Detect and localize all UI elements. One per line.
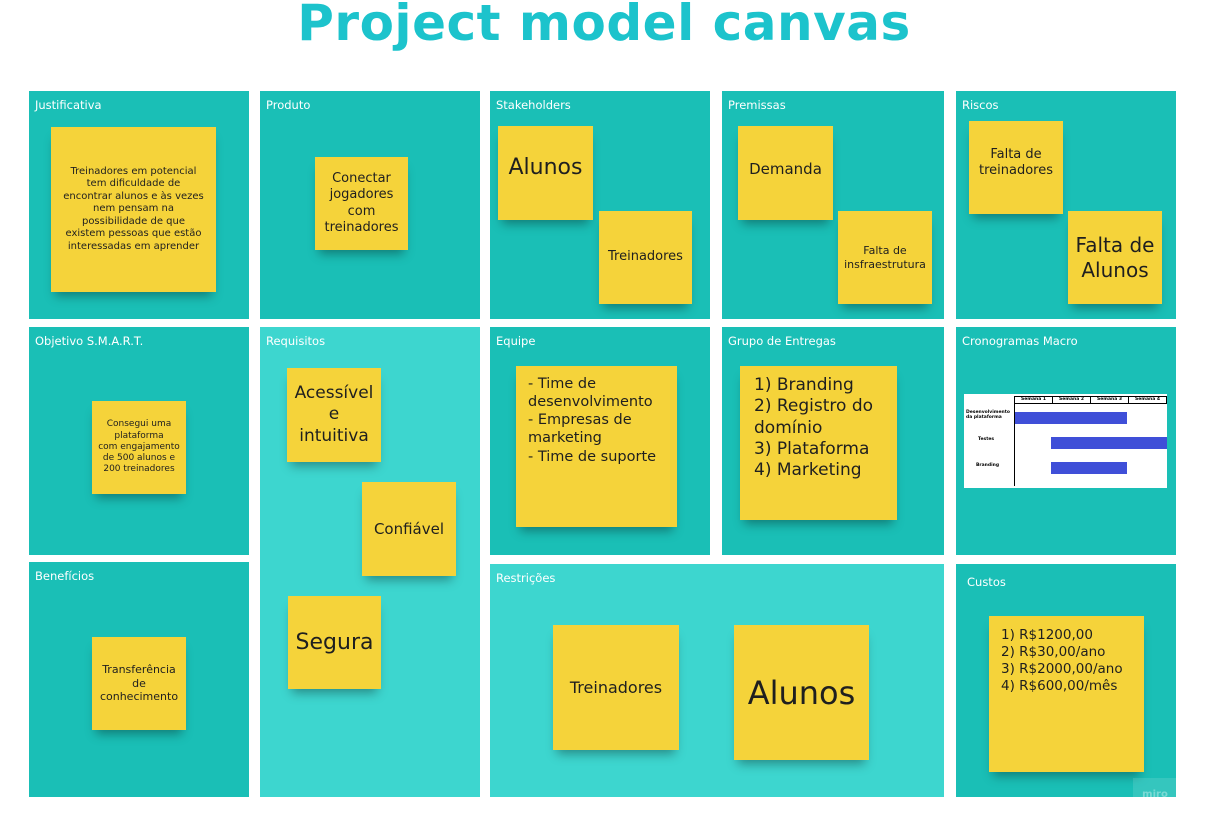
- sticky-text: Segura: [295, 629, 374, 655]
- sticky-text: Falta de Alunos: [1075, 232, 1155, 282]
- sticky-text: Conectar jogadores com treinadores: [324, 171, 399, 235]
- gantt-header: Semana 1: [1021, 397, 1046, 402]
- sticky-text: Treinadores: [569, 677, 663, 697]
- panel-label-objetivo: Objetivo S.M.A.R.T.: [35, 334, 144, 348]
- panel-label-justificativa: Justificativa: [35, 98, 102, 112]
- sticky-text: Alunos: [508, 155, 583, 180]
- gantt-row-label: Branding: [976, 463, 1000, 468]
- gantt-bar: [1015, 412, 1128, 424]
- panel-label-entregas: Grupo de Entregas: [728, 334, 836, 348]
- panel-label-produto: Produto: [266, 98, 311, 112]
- sticky-note-requisito-confiavel[interactable]: Confiável: [362, 482, 456, 576]
- sticky-note-premissa-infraestrutura[interactable]: Falta de insfraestrutura: [838, 211, 932, 304]
- panel-label-premissas: Premissas: [728, 98, 786, 112]
- panel-label-beneficios: Benefícios: [35, 569, 95, 583]
- gantt-header: Semana 2: [1059, 397, 1084, 402]
- gantt-bar: [1051, 462, 1128, 474]
- sticky-note-requisito-segura[interactable]: Segura: [288, 596, 381, 689]
- sticky-note-requisito-acessivel[interactable]: Acessível e intuitiva: [287, 368, 381, 462]
- sticky-text: Treinadores em potencial tem dificuldade…: [63, 165, 204, 252]
- panel-label-requisitos: Requisitos: [266, 334, 326, 348]
- sticky-text: - Time de desenvolvimento - Empresas de …: [528, 376, 657, 465]
- gantt-row-label: Testes: [978, 437, 995, 442]
- sticky-note-restricao-treinadores[interactable]: Treinadores: [553, 625, 679, 750]
- sticky-text: Demanda: [749, 160, 822, 178]
- sticky-note-produto[interactable]: Conectar jogadores com treinadores: [315, 157, 408, 250]
- sticky-note-restricao-alunos[interactable]: Alunos: [734, 625, 869, 760]
- sticky-text: Consegui uma plataforma com engajamento …: [98, 419, 180, 475]
- gantt-row-label: Desenvolvimento da plataforma: [966, 410, 1010, 420]
- sticky-note-premissa-demanda[interactable]: Demanda: [738, 126, 833, 220]
- watermark-logo: miro: [1133, 778, 1177, 800]
- sticky-text: 1) Branding 2) Registro do domínio 3) Pl…: [754, 375, 874, 480]
- sticky-note-risco-treinadores[interactable]: Falta de treinadores: [969, 121, 1063, 214]
- page-title: Project model canvas: [297, 0, 911, 52]
- sticky-note-objetivo[interactable]: Consegui uma plataforma com engajamento …: [92, 401, 186, 494]
- panel-label-riscos: Riscos: [962, 98, 999, 112]
- sticky-note-beneficios[interactable]: Transferência de conhecimento: [92, 637, 186, 730]
- sticky-note-equipe[interactable]: - Time de desenvolvimento - Empresas de …: [516, 366, 677, 527]
- sticky-text: Transferência de conhecimento: [99, 662, 179, 704]
- panel-label-equipe: Equipe: [496, 334, 536, 348]
- gantt-header: Semana 4: [1135, 397, 1160, 402]
- sticky-note-risco-alunos[interactable]: Falta de Alunos: [1068, 211, 1162, 304]
- sticky-note-stakeholder-treinadores[interactable]: Treinadores: [599, 211, 692, 304]
- sticky-note-custos[interactable]: 1) R$1200,00 2) R$30,00/ano 3) R$2000,00…: [989, 616, 1144, 772]
- panel-label-cronogramas: Cronogramas Macro: [962, 334, 1078, 348]
- sticky-text: Treinadores: [608, 249, 683, 265]
- panel-label-stakeholders: Stakeholders: [496, 98, 571, 112]
- sticky-note-entregas[interactable]: 1) Branding 2) Registro do domínio 3) Pl…: [740, 366, 897, 520]
- sticky-text: 1) R$1200,00 2) R$30,00/ano 3) R$2000,00…: [1001, 627, 1123, 694]
- sticky-text: Falta de treinadores: [978, 147, 1053, 179]
- sticky-note-stakeholder-alunos[interactable]: Alunos: [498, 126, 593, 220]
- panel-label-restricoes: Restrições: [496, 571, 556, 585]
- gantt-header: Semana 3: [1097, 397, 1122, 402]
- panel-label-custos: Custos: [967, 575, 1006, 589]
- sticky-note-justificativa[interactable]: Treinadores em potencial tem dificuldade…: [51, 127, 216, 292]
- sticky-text: Alunos: [747, 673, 856, 712]
- sticky-text: Acessível e intuitiva: [294, 383, 374, 446]
- gantt-bar: [1051, 437, 1167, 449]
- gantt-chart[interactable]: Semana 1 Semana 2 Semana 3 Semana 4 Dese…: [964, 394, 1167, 488]
- sticky-text: Confiável: [373, 519, 445, 538]
- sticky-text: Falta de insfraestrutura: [844, 243, 926, 271]
